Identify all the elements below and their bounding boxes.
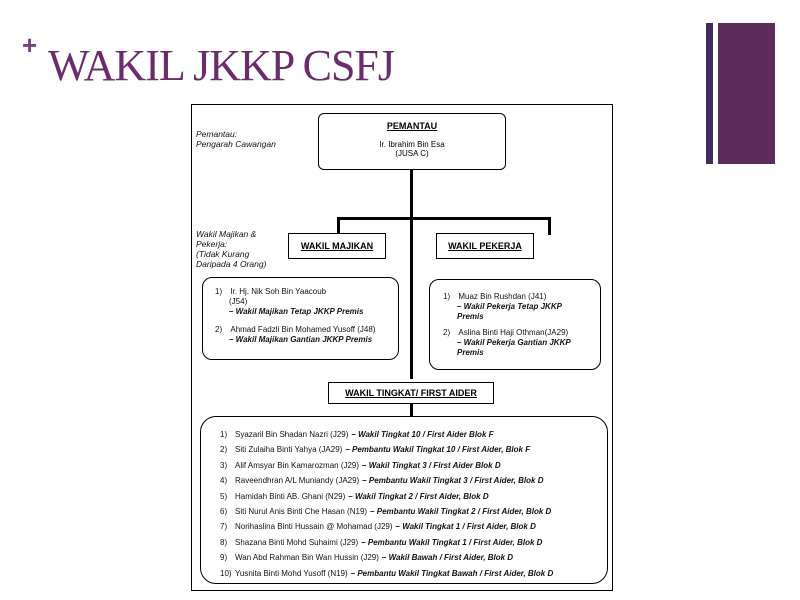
item-number: 3) <box>220 460 228 470</box>
pemantau-header: PEMANTAU <box>386 121 438 131</box>
side-note-line: (Tidak Kurang <box>196 249 250 259</box>
wakil-pekerja-header: WAKIL PEKERJA <box>436 233 534 259</box>
slide-title: WAKIL JKKP CSFJ <box>48 41 395 90</box>
list-item: 8) Shazana Binti Mohd Suhaimi (J29)– Pemb… <box>220 535 607 550</box>
list-item: 2) Ahmad Fadzli Bin Mohamed Yusoff (J48)… <box>215 325 398 345</box>
list-item: 5) Hamidah Binti AB. Ghani (N29)– Wakil T… <box>220 489 607 504</box>
item-name: Siti Nurul Anis Binti Che Hasan (N19) <box>235 507 368 517</box>
item-role-cont: Premis <box>457 348 484 357</box>
wakil-tingkat-header: WAKIL TINGKAT/ FIRST AIDER <box>328 382 494 404</box>
item-number: 9) <box>220 553 228 563</box>
item-role: – Pembantu Wakil Tingkat Bawah / First A… <box>350 568 554 578</box>
side-note-wakil: Wakil Majikan & Pekerja: (Tidak Kurang D… <box>196 229 266 269</box>
org-chart: Pemantau: Pengarah Cawangan Wakil Majika… <box>191 104 613 591</box>
list-item: 10)Yusnita Binti Mohd Yusoff (N19)– Pemb… <box>220 566 607 581</box>
item-name: Raveendhran A/L Muniandy (JA29) <box>235 476 360 486</box>
list-item: 2) Aslina Binti Haji Othman(JA29) – Waki… <box>443 328 600 358</box>
wakil-tingkat-list: 1)Syazaril Bin Shadan Nazri (J29)– Wakil… <box>220 427 607 581</box>
connector-vertical-bottom <box>410 404 413 416</box>
item-role-cont: Premis <box>457 312 484 321</box>
item-role: – Wakil Tingkat 1 / First Aider, Blok D <box>395 522 536 532</box>
connector-horizontal <box>337 217 550 220</box>
list-item: 1) Muaz Bin Rushdan (J41) – Wakil Pekerj… <box>443 292 600 322</box>
wakil-pekerja-box: 1) Muaz Bin Rushdan (J41) – Wakil Pekerj… <box>429 279 601 370</box>
item-name: Syazaril Bin Shadan Nazri (J29) <box>235 430 349 439</box>
item-number: 10) <box>220 568 232 578</box>
list-item: 1) Ir. Hj. Nik Soh Bin Yaacoub (J54) – W… <box>215 287 398 317</box>
item-role: – Pembantu Wakil Tingkat 10 / First Aide… <box>345 445 531 455</box>
list-item: 2) Siti Zulaiha Binti Yahya (JA29)– Pemba… <box>220 442 607 457</box>
item-role: – Wakil Pekerja Tetap JKKP <box>457 302 562 311</box>
item-name: Shazana Binti Mohd Suhaimi (J29) <box>235 537 359 547</box>
item-number: 8) <box>220 537 228 547</box>
item-role: – Pembantu Wakil Tingkat 1 / First Aider… <box>361 537 543 547</box>
item-role: – Wakil Tingkat 3 / First Aider Blok D <box>362 460 501 470</box>
item-number: 7) <box>220 522 228 532</box>
side-note-line: Pengarah Cawangan <box>196 139 276 149</box>
item-number: 2) <box>215 325 223 334</box>
item-role: – Wakil Majikan Gantian JKKP Premis <box>229 335 373 344</box>
item-role: – Pembantu Wakil Tingkat 3 / First Aider… <box>362 476 544 486</box>
item-name: Wan Abd Rahman Bin Wan Hussin (J29) <box>235 553 379 563</box>
decor-bar-thick <box>718 23 775 164</box>
item-name: Muaz Bin Rushdan (J41) <box>458 292 547 301</box>
list-item: 3) Alif Amsyar Bin Kamarozman (J29)– Waki… <box>220 458 607 473</box>
item-number: 1) <box>443 292 451 301</box>
side-note-line: Pemantau: <box>196 129 238 139</box>
item-number: 1) <box>220 430 228 439</box>
side-note-line: Daripada 4 Orang) <box>196 259 267 269</box>
item-number: 4) <box>220 476 228 486</box>
item-number: 2) <box>443 328 451 337</box>
item-role: – Wakil Majikan Tetap JKKP Premis <box>229 307 364 316</box>
decor-bar-thin <box>706 23 713 164</box>
side-note-pemantau: Pemantau: Pengarah Cawangan <box>196 129 276 149</box>
item-name: Aslina Binti Haji Othman(JA29) <box>458 328 569 337</box>
item-role: – Wakil Tingkat 2 / First Aider, Blok D <box>348 491 489 501</box>
list-item: 7) Norihaslina Binti Hussain @ Mohamad (J… <box>220 519 607 534</box>
plus-bullet-icon: + <box>22 30 38 60</box>
item-name: Alif Amsyar Bin Kamarozman (J29) <box>235 460 360 470</box>
item-number: 2) <box>220 445 228 455</box>
side-note-line: Wakil Majikan & <box>196 229 257 239</box>
item-role: – Wakil Pekerja Gantian JKKP <box>457 338 571 347</box>
item-role: – Pembantu Wakil Tingkat 2 / First Aider… <box>370 507 552 517</box>
item-name: Ahmad Fadzli Bin Mohamed Yusoff (J48) <box>230 325 376 334</box>
connector-right-drop <box>548 217 551 235</box>
item-role: – Wakil Bawah / First Aider, Blok D <box>381 553 514 563</box>
pemantau-box: PEMANTAU Ir. Ibrahim Bin Esa (JUSA C) <box>318 113 506 170</box>
pemantau-grade: (JUSA C) <box>395 149 429 158</box>
item-number: 6) <box>220 507 228 517</box>
item-number: 5) <box>220 491 228 501</box>
item-name: Norihaslina Binti Hussain @ Mohamad (J29… <box>235 522 393 532</box>
item-name: Hamidah Binti AB. Ghani (N29) <box>235 491 346 501</box>
item-code: (J54) <box>229 297 248 306</box>
connector-vertical-top <box>410 169 413 219</box>
side-note-line: Pekerja: <box>196 239 228 249</box>
list-item: 6) Siti Nurul Anis Binti Che Hasan (N19)–… <box>220 504 607 519</box>
pemantau-name: Ir. Ibrahim Bin Esa <box>379 140 445 149</box>
wakil-tingkat-box: 1)Syazaril Bin Shadan Nazri (J29)– Wakil… <box>200 416 608 584</box>
item-name: Ir. Hj. Nik Soh Bin Yaacoub <box>230 287 327 296</box>
item-name: Yusnita Binti Mohd Yusoff (N19) <box>235 568 348 578</box>
wakil-majikan-header: WAKIL MAJIKAN <box>288 233 386 259</box>
connector-vertical-main <box>410 217 413 379</box>
item-name: Siti Zulaiha Binti Yahya (JA29) <box>235 445 343 455</box>
list-item: 4) Raveendhran A/L Muniandy (JA29)– Pemba… <box>220 473 607 488</box>
connector-left-drop <box>337 217 340 235</box>
item-role: – Wakil Tingkat 10 / First Aider Blok F <box>351 430 494 439</box>
list-item: 9) Wan Abd Rahman Bin Wan Hussin (J29)– W… <box>220 550 607 565</box>
wakil-majikan-box: 1) Ir. Hj. Nik Soh Bin Yaacoub (J54) – W… <box>202 277 399 360</box>
list-item: 1) Syazaril Bin Shadan Nazri (J29)– Wakil… <box>220 427 607 442</box>
item-number: 1) <box>215 287 223 296</box>
